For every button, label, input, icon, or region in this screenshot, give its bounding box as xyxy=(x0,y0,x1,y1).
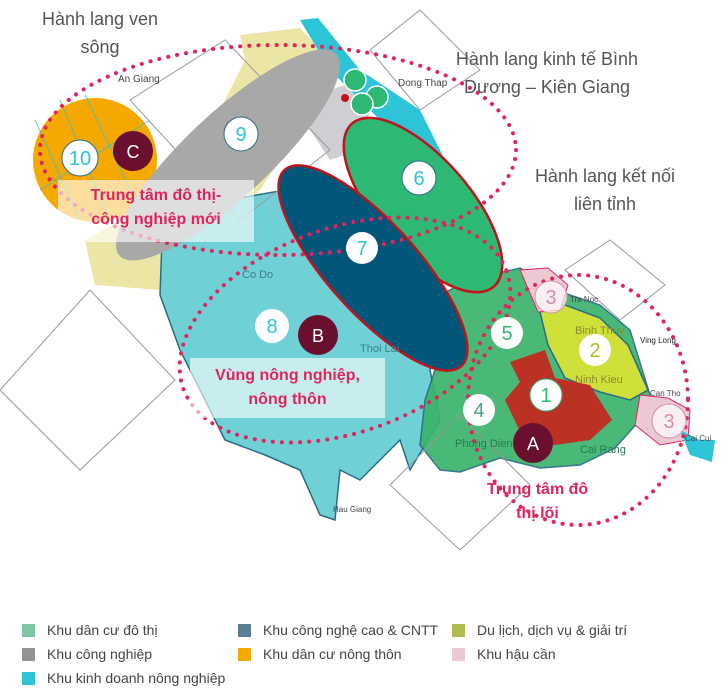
label-co-do: Co Do xyxy=(242,269,273,281)
zone-new-urban-industrial-line2: công nghiệp mới xyxy=(91,211,221,228)
marker-1: 1 xyxy=(529,378,563,412)
marker-7: 7 xyxy=(346,232,378,264)
legend-label: Khu dân cư đô thị xyxy=(47,622,158,638)
marker-3-north: 3 xyxy=(534,280,568,314)
legend-item-industrial: Khu công nghiệp xyxy=(22,646,152,662)
corridor-economic-line2: Dương – Kiên Giang xyxy=(464,77,630,97)
legend-label: Du lịch, dịch vụ & giải trí xyxy=(477,622,628,638)
factory-icon xyxy=(343,68,389,116)
legend-swatch xyxy=(22,623,35,637)
label-cai-cui: Cai Cui xyxy=(685,434,711,443)
legend-swatch xyxy=(22,647,35,661)
label-vinh-long: Ving Long xyxy=(640,336,676,345)
label-binh-thuy: Binh Thuy xyxy=(575,325,625,337)
corridor-river-label: Hành lang ven sông xyxy=(30,5,170,61)
legend-label: Khu dân cư nông thôn xyxy=(263,646,402,662)
svg-text:10: 10 xyxy=(69,148,91,170)
center-marker-a: A xyxy=(513,423,553,463)
label-hau-giang: Hau Giang xyxy=(333,505,371,514)
legend-label: Khu công nghiệp xyxy=(47,646,153,662)
label-an-giang: An Giang xyxy=(118,74,160,85)
legend-swatch xyxy=(238,623,251,637)
legend-label: Khu công nghệ cao & CNTT xyxy=(263,622,439,638)
zone-agricultural-rural: Vùng nông nghiệp, nông thôn xyxy=(190,358,385,418)
label-ninh-kieu: Ninh Kieu xyxy=(575,374,623,386)
svg-text:4: 4 xyxy=(473,400,484,422)
legend-swatch xyxy=(452,647,465,661)
marker-6: 6 xyxy=(401,160,437,196)
legend-label: Khu hậu cần xyxy=(477,646,556,662)
svg-text:B: B xyxy=(312,326,324,346)
marker-4: 4 xyxy=(463,394,495,426)
legend-swatch xyxy=(22,671,35,685)
svg-text:C: C xyxy=(127,142,140,162)
corridor-interprovincial-line2: liên tỉnh xyxy=(573,194,637,214)
zone-core-urban: Trung tâm đô thị lõi xyxy=(460,478,615,526)
marker-3-south: 3 xyxy=(651,403,687,439)
svg-text:3: 3 xyxy=(545,287,556,309)
marker-2: 2 xyxy=(579,334,611,366)
legend-item-hightech: Khu công nghệ cao & CNTT xyxy=(238,622,438,638)
marker-5: 5 xyxy=(491,317,523,349)
svg-text:9: 9 xyxy=(235,124,246,146)
corridor-interprovincial-line1: Hành lang kết nối xyxy=(534,166,676,186)
zone-boundaries xyxy=(38,43,690,527)
legend-item-logistics: Khu hậu cần xyxy=(452,646,556,662)
zone-core-urban-line1: Trung tâm đô xyxy=(486,481,589,498)
city-dot xyxy=(341,94,349,102)
corridor-economic-line1: Hành lang kinh tế Bình xyxy=(455,49,639,69)
center-marker-c: C xyxy=(113,131,153,171)
legend-swatch xyxy=(238,647,251,661)
zone-core-urban-line2: thị lõi xyxy=(516,505,559,522)
legend-label: Khu kinh doanh nông nghiệp xyxy=(47,670,226,686)
svg-text:8: 8 xyxy=(266,316,277,338)
label-dong-thap: Dong Thap xyxy=(398,78,448,89)
label-cai-rang: Cai Rang xyxy=(580,444,626,456)
river-east xyxy=(680,430,715,462)
corridor-interprovincial-label: Hành lang kết nối liên tỉnh xyxy=(515,162,695,218)
zone-agricultural-rural-line1: Vùng nông nghiệp, xyxy=(215,367,360,384)
corridor-river-line2: sông xyxy=(80,37,120,57)
marker-9: 9 xyxy=(223,116,259,152)
legend-item-agri-business: Khu kinh doanh nông nghiệp xyxy=(22,670,225,686)
zone-new-urban-industrial-line1: Trung tâm đô thị- xyxy=(90,187,222,204)
svg-text:7: 7 xyxy=(356,238,367,260)
label-can-tho: Can Tho xyxy=(650,389,681,398)
hightech-ellipse-7 xyxy=(277,164,469,372)
label-phong-dien: Phong Dien xyxy=(455,438,513,450)
corridor-river-line1: Hành lang ven xyxy=(41,9,159,29)
marker-10: 10 xyxy=(61,139,99,177)
corridor-economic-label: Hành lang kinh tế Bình Dương – Kiên Gian… xyxy=(432,45,662,101)
zone-agricultural-rural-line2: nông thôn xyxy=(248,391,327,408)
svg-text:6: 6 xyxy=(413,168,424,190)
label-tra-noc: Tra Noc xyxy=(570,295,598,304)
svg-text:2: 2 xyxy=(589,340,600,362)
zone-new-urban-industrial: Trung tâm đô thị- công nghiệp mới xyxy=(58,180,254,242)
legend-item-rural: Khu dân cư nông thôn xyxy=(238,646,402,662)
legend-item-urban: Khu dân cư đô thị xyxy=(22,622,158,638)
center-marker-b: B xyxy=(298,315,338,355)
legend-swatch xyxy=(452,623,465,637)
marker-8: 8 xyxy=(255,309,289,343)
svg-text:1: 1 xyxy=(540,385,551,407)
svg-text:A: A xyxy=(527,434,539,454)
svg-text:5: 5 xyxy=(501,323,512,345)
legend-item-tourism: Du lịch, dịch vụ & giải trí xyxy=(452,622,627,638)
svg-text:3: 3 xyxy=(663,411,674,433)
label-thoi-lai: Thoi Lai xyxy=(360,343,399,355)
